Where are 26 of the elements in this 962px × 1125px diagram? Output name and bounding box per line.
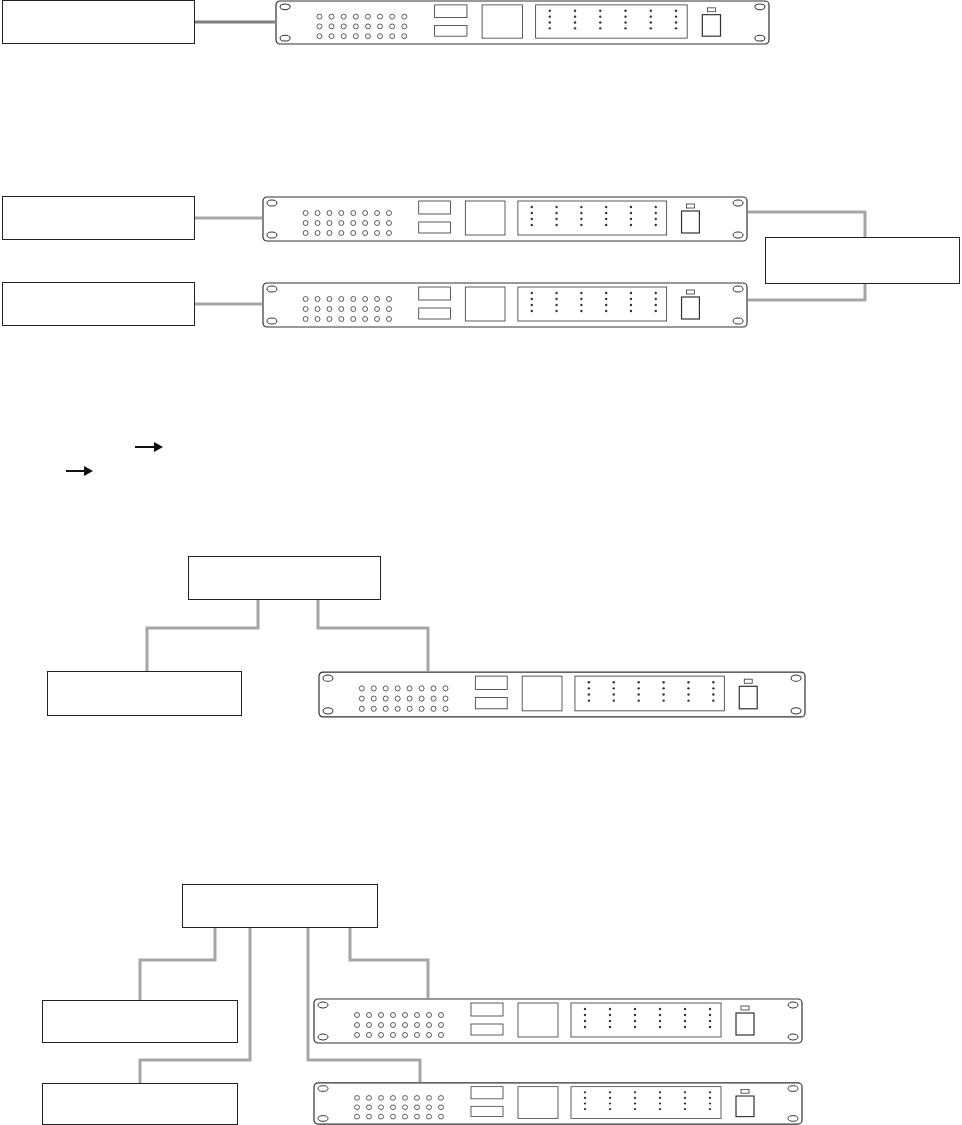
speaker-processor-drawing	[262, 196, 748, 242]
connection-line	[748, 284, 867, 302]
speaker-processor-drawing	[313, 1082, 803, 1125]
connection-line	[145, 600, 260, 671]
empty-box	[2, 196, 195, 240]
speaker-processor-drawing	[318, 671, 806, 718]
empty-box	[2, 282, 195, 326]
connection-line	[138, 928, 252, 1083]
empty-box	[47, 671, 242, 716]
connection-line	[348, 928, 430, 998]
speaker-processor-drawing	[313, 998, 803, 1044]
empty-box	[188, 556, 381, 600]
connection-line	[195, 216, 262, 220]
empty-box	[42, 1083, 238, 1125]
connection-line	[138, 928, 217, 1000]
connection-line	[316, 600, 430, 671]
empty-box	[765, 237, 960, 284]
speaker-processor-drawing	[262, 282, 748, 328]
connection-line	[748, 210, 867, 237]
empty-box	[42, 1000, 238, 1043]
empty-box	[182, 884, 378, 928]
empty-box	[2, 0, 195, 44]
connection-line	[195, 20, 275, 24]
connection-line	[195, 302, 262, 306]
connection-line	[306, 928, 422, 1082]
speaker-processor-drawing	[275, 0, 770, 45]
